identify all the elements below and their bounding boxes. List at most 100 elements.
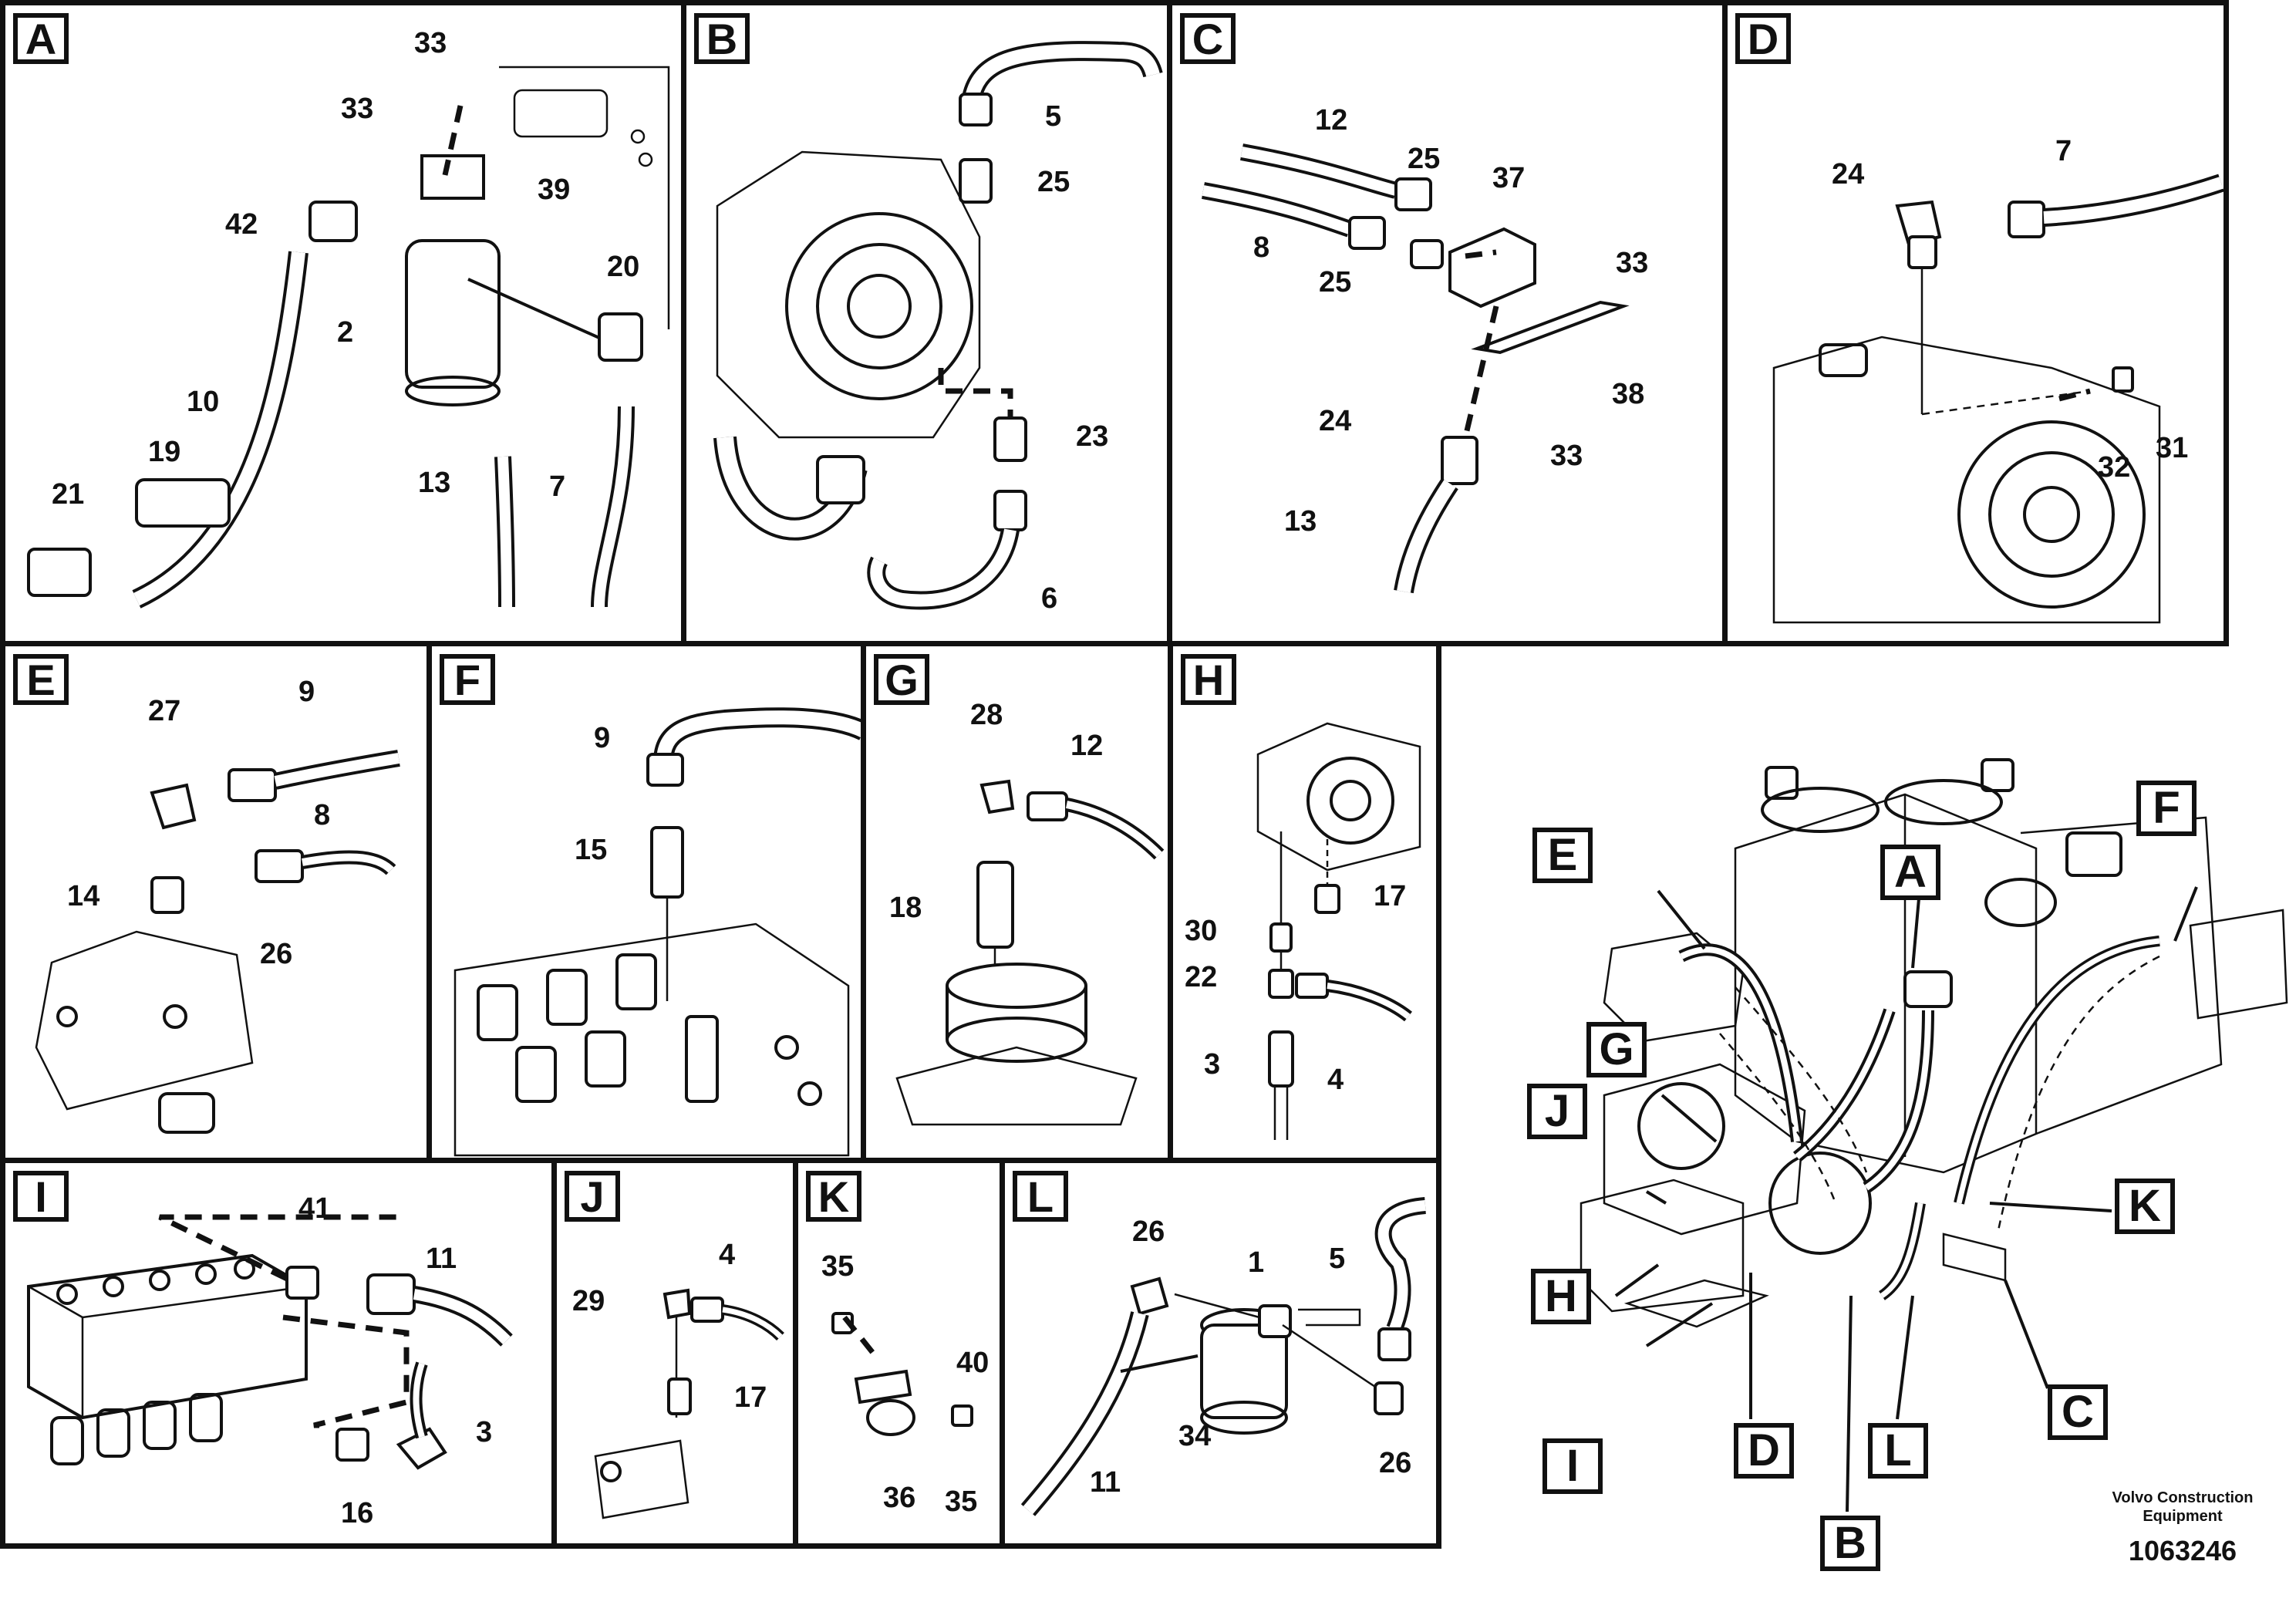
callout-39: 39 bbox=[538, 174, 571, 206]
panel-b-drawing bbox=[713, 41, 1163, 610]
panel-l-drawing bbox=[1020, 1197, 1427, 1516]
panel-k-drawing bbox=[831, 1312, 973, 1436]
callout-8: 8 bbox=[314, 799, 331, 831]
panel-h: H 17 30 22 3 4 bbox=[1168, 641, 1441, 1163]
callout-7: 7 bbox=[549, 470, 566, 503]
drawing-number: 1063246 bbox=[2128, 1535, 2237, 1566]
overview-badge-b: B bbox=[1820, 1516, 1880, 1571]
panel-g-drawing bbox=[895, 779, 1165, 1126]
overview-badge-a: A bbox=[1880, 845, 1940, 900]
panel-g: G 28 12 18 bbox=[861, 641, 1173, 1163]
panel-d: D 24 7 32 31 bbox=[1722, 0, 2229, 646]
panel-g-label: G bbox=[874, 654, 929, 705]
panel-l: L 26 1 5 11 34 26 bbox=[1000, 1158, 1441, 1549]
panel-i: I 41 11 3 16 bbox=[0, 1158, 557, 1549]
panel-f: F 9 15 bbox=[426, 641, 866, 1163]
overview-badge-j: J bbox=[1527, 1084, 1587, 1139]
panel-c: C 12 25 37 8 25 33 38 24 33 13 bbox=[1167, 0, 1728, 646]
callout-18: 18 bbox=[889, 892, 922, 924]
panel-j-label: J bbox=[565, 1171, 620, 1222]
overview-badge-d: D bbox=[1734, 1423, 1794, 1479]
callout-31: 31 bbox=[2156, 432, 2189, 464]
callout-25a: 25 bbox=[1408, 143, 1441, 175]
callout-1: 1 bbox=[1248, 1246, 1265, 1279]
panel-h-drawing bbox=[1256, 722, 1421, 1140]
callout-38: 38 bbox=[1612, 378, 1645, 410]
callout-28: 28 bbox=[970, 699, 1003, 731]
callout-7: 7 bbox=[2055, 135, 2072, 167]
callout-17: 17 bbox=[734, 1381, 767, 1414]
callout-3: 3 bbox=[1204, 1048, 1221, 1081]
callout-4: 4 bbox=[1327, 1064, 1344, 1096]
callout-5: 5 bbox=[1329, 1243, 1346, 1275]
panel-k-label: K bbox=[806, 1171, 861, 1222]
overview-badge-h: H bbox=[1531, 1269, 1591, 1324]
callout-35b: 35 bbox=[945, 1485, 978, 1518]
callout-11: 11 bbox=[426, 1243, 457, 1275]
callout-16: 16 bbox=[341, 1497, 374, 1529]
panel-h-label: H bbox=[1181, 654, 1236, 705]
callout-41: 41 bbox=[298, 1192, 332, 1225]
panel-b: B 5 25 23 6 bbox=[681, 0, 1172, 646]
callout-25: 25 bbox=[1037, 166, 1070, 198]
panel-c-label: C bbox=[1180, 13, 1236, 64]
callout-23: 23 bbox=[1076, 420, 1109, 453]
callout-35a: 35 bbox=[821, 1250, 855, 1283]
callout-5: 5 bbox=[1045, 100, 1062, 133]
panel-e-drawing bbox=[35, 750, 400, 1134]
callout-11: 11 bbox=[1090, 1466, 1121, 1499]
overview-badge-e: E bbox=[1532, 828, 1593, 883]
callout-21: 21 bbox=[52, 478, 85, 511]
panel-f-label: F bbox=[440, 654, 495, 705]
callout-22: 22 bbox=[1185, 961, 1218, 993]
callout-6: 6 bbox=[1041, 582, 1058, 615]
panel-i-label: I bbox=[13, 1171, 69, 1222]
callout-8: 8 bbox=[1253, 231, 1270, 264]
panel-j: J 4 29 17 bbox=[551, 1158, 798, 1549]
panel-d-drawing bbox=[1772, 174, 2224, 624]
callout-30: 30 bbox=[1185, 915, 1218, 947]
panel-c-drawing bbox=[1202, 143, 1630, 594]
callout-37: 37 bbox=[1492, 162, 1526, 194]
panel-j-drawing bbox=[594, 1288, 784, 1519]
callout-2: 2 bbox=[337, 316, 354, 349]
company-name-line-1: Volvo Construction bbox=[2112, 1489, 2254, 1506]
callout-24: 24 bbox=[1319, 405, 1352, 437]
overview-badge-k: K bbox=[2115, 1179, 2175, 1234]
callout-33a: 33 bbox=[1616, 247, 1649, 279]
callout-10: 10 bbox=[187, 386, 220, 418]
callout-42: 42 bbox=[225, 208, 258, 241]
callout-33a: 33 bbox=[414, 27, 447, 59]
callout-24: 24 bbox=[1832, 158, 1865, 191]
callout-19: 19 bbox=[148, 436, 181, 468]
callout-32: 32 bbox=[2098, 451, 2131, 484]
callout-12: 12 bbox=[1070, 730, 1104, 762]
overview-badge-f: F bbox=[2136, 781, 2197, 836]
panel-l-label: L bbox=[1013, 1171, 1068, 1222]
callout-13: 13 bbox=[1284, 505, 1317, 538]
overview-badge-l: L bbox=[1868, 1423, 1928, 1479]
callout-25b: 25 bbox=[1319, 266, 1352, 298]
callout-36: 36 bbox=[883, 1482, 916, 1514]
overview-badge-c: C bbox=[2048, 1384, 2108, 1440]
callout-15: 15 bbox=[575, 834, 608, 866]
callout-9: 9 bbox=[594, 722, 611, 754]
panel-d-label: D bbox=[1735, 13, 1791, 64]
callout-17: 17 bbox=[1374, 880, 1407, 912]
panel-e: E 27 9 8 14 26 bbox=[0, 641, 432, 1163]
callout-3: 3 bbox=[476, 1416, 493, 1448]
callout-12: 12 bbox=[1315, 104, 1348, 137]
callout-26a: 26 bbox=[1132, 1216, 1165, 1248]
callout-34: 34 bbox=[1178, 1420, 1212, 1452]
callout-13: 13 bbox=[418, 467, 451, 499]
overview-badge-g: G bbox=[1586, 1022, 1647, 1077]
panel-f-drawing bbox=[453, 707, 861, 1157]
overview-badge-i: I bbox=[1542, 1438, 1603, 1494]
callout-4: 4 bbox=[719, 1239, 736, 1271]
company-name-line-2: Equipment bbox=[2143, 1508, 2223, 1525]
callout-33b: 33 bbox=[1550, 440, 1583, 472]
callout-26b: 26 bbox=[1379, 1447, 1412, 1479]
panel-a-label: A bbox=[13, 13, 69, 64]
